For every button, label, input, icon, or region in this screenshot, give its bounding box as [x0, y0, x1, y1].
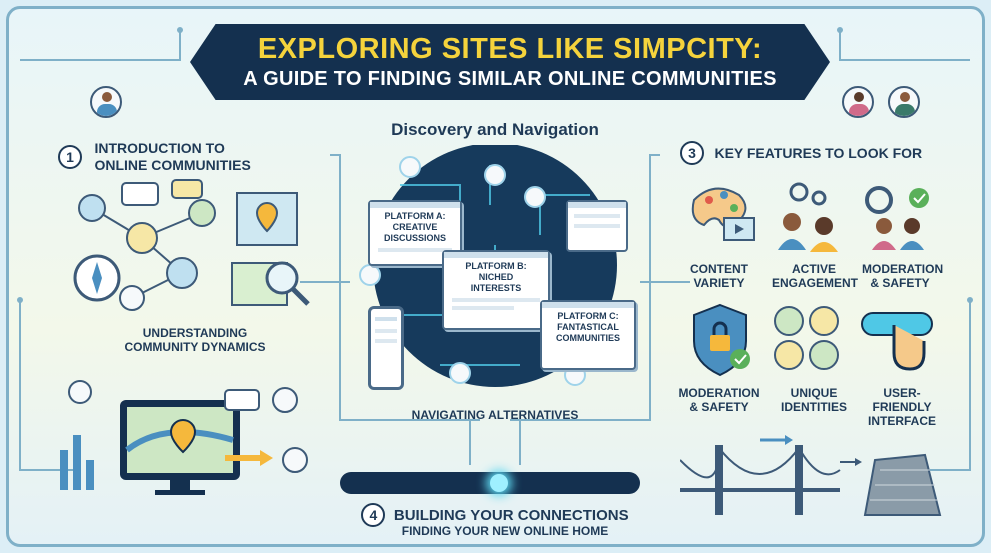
feature-icons-row1 — [691, 182, 929, 252]
section4-subtitle: FINDING YOUR NEW ONLINE HOME — [401, 524, 609, 538]
feature-label: ENGAGEMENT — [772, 276, 859, 290]
platform-b-line2: NICHED — [478, 272, 514, 282]
feature-label: MODERATION — [678, 386, 760, 400]
feature-caption: ACTIVE ENGAGEMENT — [772, 262, 859, 290]
section1-caption: UNDERSTANDING COMMUNITY DYNAMICS — [110, 326, 280, 354]
feature-label: UNIQUE — [790, 386, 838, 400]
feature-caption: UNIQUE IDENTITIES — [774, 386, 854, 414]
feature-label: CONTENT — [690, 262, 748, 276]
platform-b-line3: INTERESTS — [470, 283, 522, 293]
section1-caption-line1: UNDERSTANDING — [142, 326, 248, 340]
section1-caption-line2: COMMUNITY DYNAMICS — [124, 340, 266, 354]
center-caption: NAVIGATING ALTERNATIVES — [411, 408, 579, 422]
center-heading: Discovery and Navigation — [391, 120, 599, 139]
feature-label: INTERFACE — [867, 414, 936, 428]
section1-heading: 1 INTRODUCTION TO ONLINE COMMUNITIES — [58, 140, 308, 174]
gear-icon — [789, 182, 809, 202]
phone-icon — [368, 306, 404, 390]
browser-window-icon — [566, 200, 628, 252]
connection-bar — [340, 472, 640, 494]
feature-label: & SAFETY — [689, 400, 749, 414]
magnifier-icon — [265, 261, 299, 295]
bridge-icon — [715, 445, 723, 515]
section4-heading: 4 BUILDING YOUR CONNECTIONS — [340, 503, 650, 527]
feature-label: IDENTITIES — [780, 400, 847, 414]
section4-title: BUILDING YOUR CONNECTIONS — [393, 506, 629, 524]
platform-c-label: PLATFORM C: — [557, 311, 619, 321]
feature-label: VARIETY — [693, 276, 745, 290]
feature-caption: MODERATION & SAFETY — [676, 386, 762, 414]
platform-c-line2: FANTASTICAL — [557, 322, 619, 332]
platform-b-card[interactable]: PLATFORM B: NICHED INTERESTS — [442, 250, 550, 330]
section3-heading: 3 KEY FEATURES TO LOOK FOR — [680, 141, 970, 165]
section1-number: 1 — [58, 145, 82, 169]
section1-title-line1: INTRODUCTION TO — [94, 140, 225, 156]
platform-a-line2: CREATIVE — [392, 222, 438, 232]
community-network-illustration — [73, 179, 310, 311]
platform-c-line3: COMMUNITIES — [556, 333, 620, 343]
feature-caption: CONTENT VARIETY — [684, 262, 754, 290]
avatar-icon — [90, 86, 122, 118]
feature-label: USER-FRIENDLY — [872, 386, 932, 414]
avatar-icon — [888, 86, 920, 118]
main-subtitle: A GUIDE TO FINDING SIMILAR ONLINE COMMUN… — [243, 68, 777, 90]
platform-c-card[interactable]: PLATFORM C: FANTASTICAL COMMUNITIES — [540, 300, 636, 370]
gear-icon — [865, 186, 893, 214]
platform-a-line3: DISCUSSIONS — [383, 233, 446, 243]
feature-label: MODERATION — [862, 262, 944, 276]
section3-number: 3 — [680, 141, 704, 165]
bridge-illustration — [680, 435, 942, 516]
main-title: EXPLORING SITES LIKE SIMPCITY: — [257, 33, 763, 65]
title-banner: EXPLORING SITES LIKE SIMPCITY: A GUIDE T… — [190, 24, 830, 100]
avatar-icon — [842, 86, 874, 118]
section1-title-line2: ONLINE COMMUNITIES — [94, 157, 251, 173]
hand-pointer-icon — [892, 325, 926, 371]
feature-label: ACTIVE — [791, 262, 836, 276]
monitor-map-illustration — [60, 380, 308, 495]
feature-caption: MODERATION & SAFETY — [862, 262, 943, 290]
feature-icons-row2 — [693, 303, 933, 377]
feature-label: & SAFETY — [870, 276, 930, 290]
platform-b-label: PLATFORM B: — [465, 261, 527, 271]
platform-a-label: PLATFORM A: — [384, 211, 446, 221]
feature-caption: USER-FRIENDLY INTERFACE — [856, 386, 948, 428]
section3-title: KEY FEATURES TO LOOK FOR — [714, 145, 923, 161]
